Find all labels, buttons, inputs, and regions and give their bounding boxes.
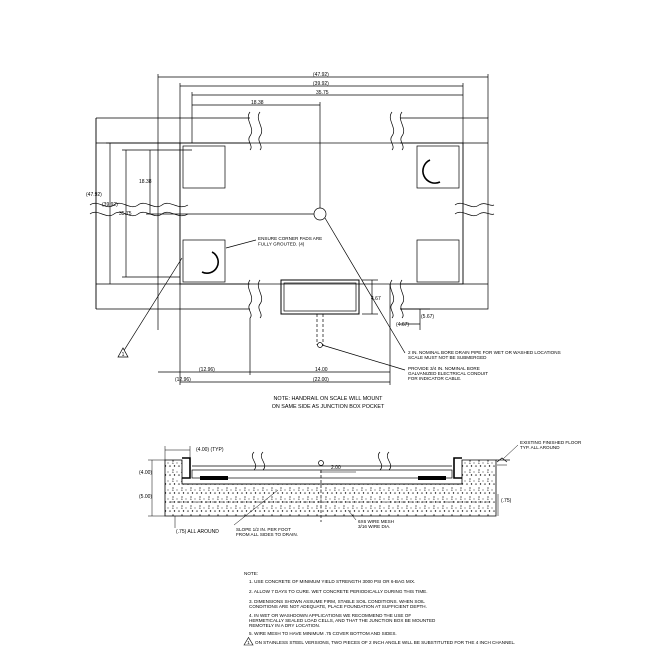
- plan-callouts: ENSURE CORNER PADS ARE FULLY GROUTED. (4…: [258, 236, 561, 381]
- dim-bottom-left-outer: (12.96): [175, 377, 191, 383]
- callout-slope-line1: SLOPE 1/2 IN. PER FOOT: [236, 527, 291, 532]
- callout-floor-line2: TYP. ALL AROUND: [520, 445, 560, 450]
- corner-pad: [416, 145, 460, 189]
- leader-conduit: [321, 344, 406, 371]
- leader-corner-pads: [225, 239, 257, 249]
- leader-warning: [122, 257, 183, 353]
- callout-drain-line1: 2 IN. NOMINAL BORE DRAIN PIPE FOR WET OR…: [408, 350, 561, 355]
- svg-text:1: 1: [247, 640, 250, 645]
- notes-heading: NOTE:: [244, 571, 258, 576]
- dim-depth-left: (5.00): [139, 494, 152, 500]
- dim-inner-width: (39.92): [313, 81, 329, 87]
- note-item: HERMETICALLY SEALED LOAD CELLS, AND THAT…: [249, 618, 436, 623]
- warning-marker-plan: 1: [117, 347, 129, 358]
- plan-pit: [179, 142, 464, 285]
- note-item: 2. ALLOW 7 DAYS TO CURE. WET CONCRETE PE…: [249, 589, 428, 594]
- dim-typ: (4.00) (TYP): [196, 447, 224, 453]
- dim-pit-width: 35.75: [316, 90, 329, 96]
- dim-overall-width: (47.92): [313, 72, 329, 78]
- callout-conduit-line2: GALVANIZED ELECTRICAL CONDUIT: [408, 371, 488, 376]
- dim-pit-height: 35.75: [119, 211, 132, 217]
- note-item: 1. USE CONCRETE OF MINIMUM YIELD STRENGT…: [249, 579, 415, 584]
- dim-bottom-left-inner: (12.96): [199, 367, 215, 373]
- note-item: REMOTELY IN A DRY LOCATION.: [249, 623, 320, 628]
- dim-height-left: (4.00): [139, 470, 152, 476]
- scale-deck: [191, 469, 453, 479]
- grout-arc: [201, 251, 219, 274]
- dim-half-height: 18.38: [139, 179, 152, 185]
- section-labels: (4.00) (TYP) (4.00) (5.00) 2.00 (.75) (.…: [139, 440, 582, 537]
- dim-box-offset-b: (4.67): [396, 322, 409, 328]
- general-notes: NOTE: 1. USE CONCRETE OF MINIMUM YIELD S…: [243, 571, 515, 646]
- drain-circle: [313, 207, 327, 221]
- corner-pad: [182, 145, 226, 189]
- dim-right: (.75): [501, 498, 512, 504]
- dim-box-offset-a: (5.67): [421, 314, 434, 320]
- note-warning: ON STAINLESS STEEL VERSIONS, TWO PIECES …: [255, 640, 515, 645]
- plan-view: [89, 74, 495, 385]
- plan-dimension-labels: (47.92) (39.92) 35.75 18.38 (47.92) (39.…: [86, 72, 434, 383]
- note-item: 4. IN WET OR WASHDOWN APPLICATIONS WE RE…: [249, 613, 411, 618]
- dim-overall-height: (47.92): [86, 192, 102, 198]
- plan-note-line1: NOTE: HANDRAIL ON SCALE WILL MOUNT: [274, 396, 384, 402]
- callout-mesh-line2: 3/16 WIRE DIA.: [358, 524, 390, 529]
- dim-box-depth: 4.67: [371, 296, 381, 302]
- grout-arc: [422, 159, 441, 184]
- dim-all-around: (.75) ALL AROUND: [176, 529, 219, 535]
- dim-mid: 2.00: [331, 465, 341, 471]
- corner-pad: [416, 239, 460, 283]
- callout-conduit-line3: FOR INDICATOR CABLE.: [408, 376, 461, 381]
- plan-note-line2: ON SAME SIDE AS JUNCTION BOX POCKET: [272, 404, 385, 410]
- callout-corner-pads-line1: ENSURE CORNER PADS ARE: [258, 236, 322, 241]
- dim-box-outer: (22.00): [313, 377, 329, 383]
- section-view: [148, 444, 519, 528]
- dim-box-width: 14.00: [315, 367, 328, 373]
- leader-drain: [324, 217, 406, 354]
- callout-conduit-line1: PROVIDE 3/4 IN. NOMINAL BORE: [408, 366, 480, 371]
- plan-note: NOTE: HANDRAIL ON SCALE WILL MOUNT ON SA…: [272, 396, 385, 410]
- callout-corner-pads-line2: FULLY GROUTED. (4): [258, 242, 305, 247]
- note-item: CONDITIONS ARE NOT ADEQUATE, PLACE FOUND…: [249, 604, 427, 609]
- corner-pad: [182, 239, 226, 283]
- callout-mesh-line1: 6X6 WIRE MESH: [358, 519, 394, 524]
- warning-marker-notes: 1: [243, 636, 254, 646]
- svg-text:1: 1: [122, 352, 125, 358]
- callout-slope-line2: FROM ALL SIDES TO DRAIN.: [236, 532, 298, 537]
- callout-floor-line1: EXISTING FINISHED FLOOR: [520, 440, 582, 445]
- junction-box-pocket: [280, 279, 360, 315]
- note-item: 5. WIRE MESH TO HAVE MINIMUM .75 COVER B…: [249, 631, 397, 636]
- note-item: 3. DIMENSIONS SHOWN ASSUME FIRM, STABLE …: [249, 599, 425, 604]
- callout-drain-line2: SCALE MUST NOT BE SUBMERGED: [408, 355, 487, 360]
- dim-inner-height: (39.92): [102, 202, 118, 208]
- dim-half-width: 18.38: [251, 100, 264, 106]
